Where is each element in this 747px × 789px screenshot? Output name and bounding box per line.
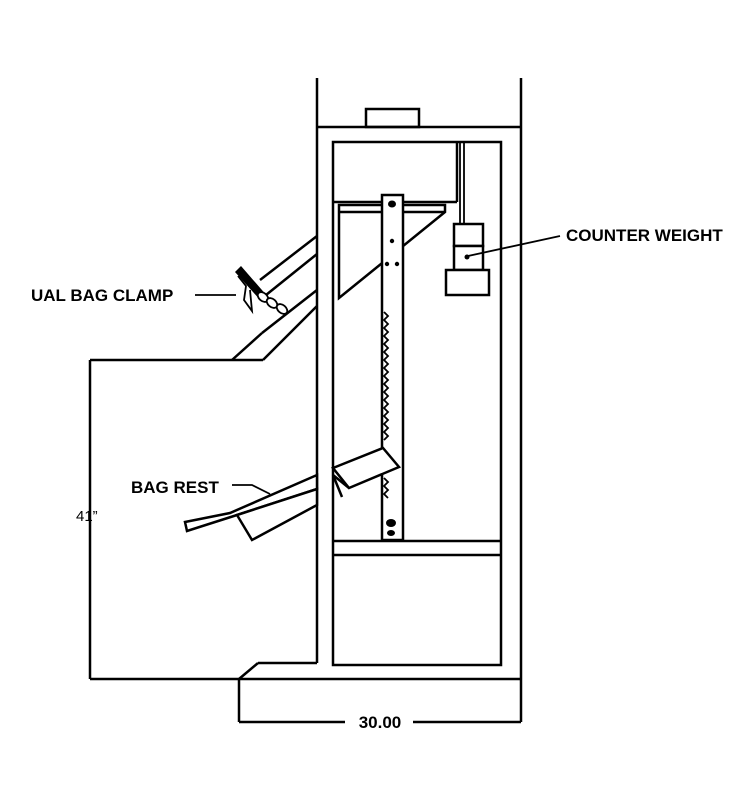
spring xyxy=(382,311,390,499)
bag-clamp xyxy=(235,266,289,315)
counter-weight-leader xyxy=(467,235,561,257)
bag-rest xyxy=(183,446,402,542)
outer-housing xyxy=(315,78,523,679)
width-dimension xyxy=(237,679,523,724)
counter-weight-label: COUNTER WEIGHT xyxy=(566,226,723,245)
top-cap xyxy=(364,107,421,129)
bag-rest-leader xyxy=(232,484,271,495)
bag-clamp-label: UAL BAG CLAMP xyxy=(31,286,173,305)
height-dimension-label: 41” xyxy=(76,508,98,525)
width-dimension-label: 30.00 xyxy=(359,713,402,732)
bag-clamp-arm xyxy=(231,235,318,361)
bag-rest-label: BAG REST xyxy=(131,478,219,497)
counter-weight xyxy=(444,222,491,297)
front-housing xyxy=(88,358,521,681)
